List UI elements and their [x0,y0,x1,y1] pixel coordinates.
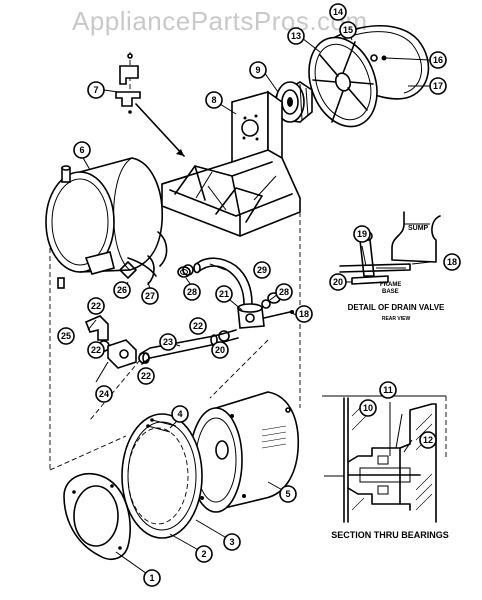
svg-text:27: 27 [145,291,155,301]
callout-25: 25 [57,327,75,345]
drive-pulley [308,36,378,128]
tub-hose-parts [57,255,155,289]
bearing-section [322,395,447,523]
callout-3: 3 [223,533,241,551]
callout-23: 23 [159,333,177,351]
drain-detail-subtitle: REAR VIEW [382,316,411,322]
svg-text:22: 22 [141,371,151,381]
svg-text:20: 20 [215,345,225,355]
bearing-drum [189,391,300,513]
svg-text:22: 22 [193,321,203,331]
callout-18-detail: 18 [443,253,461,271]
callout-10: 10 [359,399,377,417]
svg-text:9: 9 [255,65,260,75]
svg-text:8: 8 [211,95,216,105]
svg-text:14: 14 [333,7,343,17]
callout-28-a: 28 [183,283,201,301]
outer-tub [45,157,168,277]
callout-4: 4 [171,405,189,423]
callout-22-c: 22 [137,367,155,385]
callout-20-detail: 20 [329,273,347,291]
callout-15: 15 [339,21,357,39]
drain-hose [193,257,253,305]
svg-text:23: 23 [163,337,173,347]
support-frame [161,90,301,237]
door-gasket [121,413,203,539]
callout-14: 14 [329,3,347,21]
hose-elbow [84,315,109,341]
callout-5: 5 [279,485,297,503]
svg-text:25: 25 [61,331,71,341]
svg-text:20: 20 [333,277,343,287]
svg-text:29: 29 [257,265,267,275]
svg-text:21: 21 [219,289,229,299]
callout-11: 11 [379,381,397,399]
svg-text:10: 10 [363,403,373,413]
svg-text:2: 2 [201,549,206,559]
svg-text:5: 5 [285,489,290,499]
svg-text:28: 28 [187,287,197,297]
base-label: BASE [382,289,399,295]
watermark-text: AppliancePartsPros.com [72,6,368,36]
svg-text:24: 24 [99,389,109,399]
callout-27: 27 [141,287,159,305]
svg-text:13: 13 [291,31,301,41]
svg-text:22: 22 [91,345,101,355]
svg-text:19: 19 [357,229,367,239]
svg-text:15: 15 [343,25,353,35]
callout-layer: 1 2 3 4 5 6 7 8 9 10 11 12 13 14 15 16 1… [57,3,461,587]
mounting-bracket [115,52,185,157]
callout-18: 18 [295,305,313,323]
pulley-hardware [370,54,387,62]
svg-text:4: 4 [177,409,182,419]
drain-valve [237,299,294,329]
callout-22-a: 22 [87,297,105,315]
callout-2: 2 [195,545,213,563]
callout-16: 16 [429,51,447,69]
callout-24: 24 [95,385,113,403]
section-title: SECTION THRU BEARINGS [331,530,449,540]
svg-text:18: 18 [447,257,457,267]
svg-text:18: 18 [299,309,309,319]
callout-13: 13 [287,27,305,45]
pump-fitting [107,339,137,369]
svg-text:22: 22 [91,301,101,311]
callout-26: 26 [113,281,131,299]
gasket-screws [146,418,177,433]
svg-text:28: 28 [279,287,289,297]
callout-9: 9 [249,61,267,79]
callout-22-b: 22 [87,341,105,359]
svg-text:6: 6 [79,145,84,155]
drain-valve-detail [339,211,441,285]
callout-8: 8 [205,91,223,109]
drain-detail-title: DETAIL OF DRAIN VALVE [348,303,445,312]
callout-20: 20 [211,341,229,359]
inset-labels: SUMP FRAME BASE DETAIL OF DRAIN VALVE RE… [331,225,449,540]
svg-text:3: 3 [229,537,234,547]
front-bulkhead [63,472,131,560]
svg-text:1: 1 [149,573,154,583]
callout-1: 1 [143,569,161,587]
sump-label: SUMP [408,225,429,232]
svg-text:7: 7 [93,85,98,95]
callout-29: 29 [253,261,271,279]
svg-text:16: 16 [433,55,443,65]
svg-text:17: 17 [433,81,443,91]
callout-22-d: 22 [189,317,207,335]
callout-12: 12 [419,431,437,449]
callout-19: 19 [353,225,371,243]
svg-text:11: 11 [383,385,393,395]
callout-21: 21 [215,285,233,303]
callout-7: 7 [87,81,105,99]
frame-label: FRAME [380,282,401,288]
svg-text:26: 26 [117,285,127,295]
callout-17: 17 [429,77,447,95]
svg-text:12: 12 [423,435,433,445]
callout-6: 6 [73,141,91,159]
callout-28-b: 28 [275,283,293,301]
